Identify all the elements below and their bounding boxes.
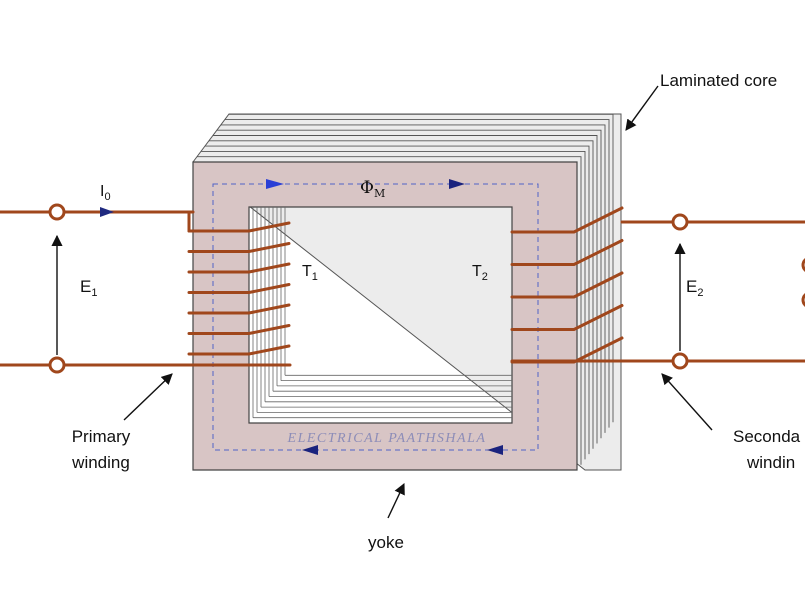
secondary-terminal-bottom-icon: [671, 352, 689, 370]
current-label: I0: [100, 183, 111, 203]
primary-coil-turn: [187, 344, 291, 356]
flux-arrow-bottom-right: [487, 445, 503, 455]
primary-winding: [187, 210, 291, 356]
core-front-face: [192, 161, 578, 471]
yoke-pointer-arrow: [387, 482, 405, 519]
secondary-coil-turn: [510, 304, 624, 331]
core-pointer-arrow: [625, 85, 659, 131]
primary-pointer-arrow: [123, 373, 173, 421]
primary-coil-turn: [187, 262, 291, 274]
lamination-edge: [213, 135, 598, 444]
secondary-pointer-arrow: [661, 373, 713, 431]
primary-coil-turn: [187, 221, 291, 233]
secondary-winding-label-line2: windin: [746, 453, 795, 472]
flux-path: [212, 183, 539, 451]
primary-coil-turn: [187, 283, 291, 294]
lamination-edge: [209, 140, 594, 449]
t1-label: T1: [302, 263, 318, 283]
secondary-winding-label-line1: Seconda: [733, 427, 801, 446]
t2-label: T2: [472, 263, 488, 283]
flux-arrow-bottom-left: [302, 445, 318, 455]
primary-coil-turn: [187, 242, 291, 253]
flux-arrow-top-right: [449, 179, 465, 189]
lamination-edge: [225, 119, 610, 428]
flux-label: ΦM: [360, 178, 385, 200]
secondary-coil-turn: [510, 206, 624, 234]
lamination-edge: [217, 129, 602, 439]
laminated-core-label: Laminated core: [660, 71, 777, 90]
primary-terminal-bottom-icon: [48, 356, 66, 374]
watermark-text: ELECTRICAL PAATHSHALA: [287, 431, 487, 446]
flux-arrow-top-left: [266, 179, 284, 189]
primary-winding-label-line1: Primary: [72, 427, 131, 446]
yoke-label: yoke: [368, 533, 404, 552]
primary-circuit: [0, 210, 292, 367]
lamination-edge: [229, 113, 614, 423]
lamination-edge: [221, 124, 606, 433]
primary-coil-turn: [187, 324, 291, 335]
primary-coil-turn: [187, 303, 291, 315]
e2-label: E2: [686, 277, 703, 299]
secondary-circuit: [510, 220, 805, 363]
primary-winding-label-line2: winding: [71, 453, 130, 472]
secondary-coil-turn: [510, 239, 624, 266]
secondary-coil-turn: [510, 271, 624, 299]
window-laminations: [252, 207, 512, 419]
primary-terminal-top-icon: [48, 203, 66, 221]
e1-label: E1: [80, 277, 97, 299]
secondary-terminal-top-icon: [671, 213, 689, 231]
current-arrow-icon: [100, 207, 114, 217]
lamination-edge: [205, 145, 590, 455]
terminals: [48, 203, 805, 374]
